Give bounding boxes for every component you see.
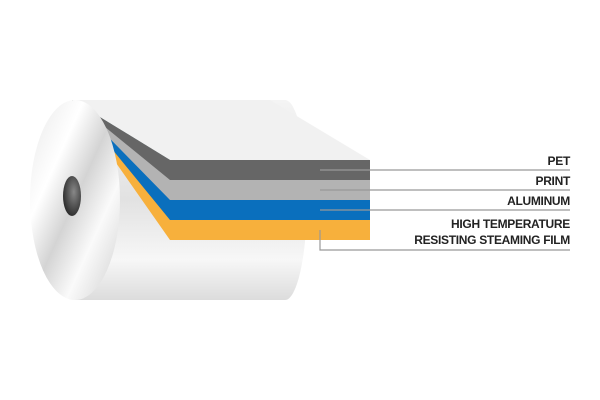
label-print: PRINT bbox=[535, 174, 570, 188]
roll-core-hole bbox=[63, 176, 81, 216]
label-steaming-film-line2: RESISTING STEAMING FILM bbox=[414, 233, 570, 247]
leader-lines bbox=[319, 169, 570, 251]
label-steaming-film-line1: HIGH TEMPERATURE bbox=[451, 217, 570, 231]
leader-steaming-film bbox=[319, 230, 570, 251]
label-aluminum: ALUMINUM bbox=[507, 194, 570, 208]
layer-pet bbox=[72, 100, 370, 180]
top-face bbox=[72, 100, 370, 160]
label-pet: PET bbox=[547, 154, 571, 168]
